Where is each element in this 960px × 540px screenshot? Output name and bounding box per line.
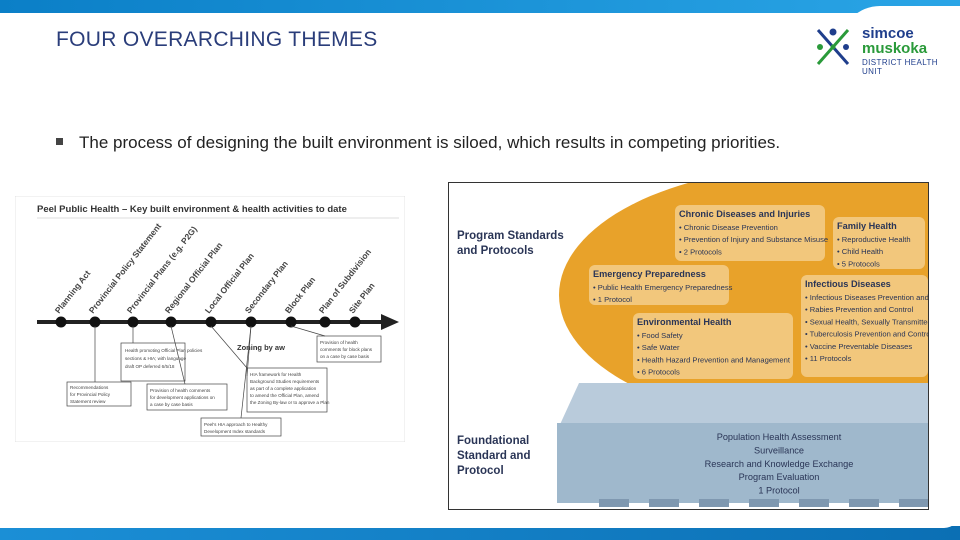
foundation-line: Population Health Assessment — [717, 432, 842, 442]
standard-card — [589, 265, 729, 305]
foundational-label-line1: Foundational — [457, 435, 529, 447]
standard-card-item: • Safe Water — [637, 343, 680, 352]
foundational-label-line3: Protocol — [457, 465, 504, 477]
peel-note-1-line2: sections & HIA; with language — [125, 356, 186, 361]
standard-card-item: • Public Health Emergency Preparedness — [593, 283, 733, 292]
standard-card-item: • 1 Protocol — [593, 295, 632, 304]
timeline-node — [319, 316, 331, 328]
foundational-label-line2: Standard and — [457, 450, 530, 462]
program-label-line1: Program Standards — [457, 230, 564, 242]
peel-note-3-line3: a case by case basis — [150, 402, 193, 407]
timeline-node — [89, 316, 101, 328]
standard-card — [833, 217, 925, 269]
foundation-line: 1 Protocol — [758, 486, 799, 496]
standard-card-item: • 5 Protocols — [837, 259, 880, 268]
platform-foot — [649, 499, 679, 507]
sm-logo-icon — [816, 28, 850, 65]
standard-card-item: • Food Safety — [637, 331, 683, 340]
standard-card-item: • Prevention of Injury and Substance Mis… — [679, 235, 828, 244]
peel-note-4: HIA framework for Health — [250, 372, 302, 377]
standard-card-item: • Sexual Health, Sexually Transmitted In… — [805, 317, 928, 326]
peel-note-5: Provision of health — [320, 340, 358, 345]
standard-card-item: • 2 Protocols — [679, 247, 722, 256]
standard-card-item: • Vaccine Preventable Diseases — [805, 342, 912, 351]
platform-foot — [799, 499, 829, 507]
standard-card-item: • 6 Protocols — [637, 368, 680, 377]
top-accent-bar — [0, 0, 960, 46]
foundation-line: Research and Knowledge Exchange — [705, 459, 854, 469]
timeline-node — [349, 316, 361, 328]
standard-card-item: • Reproductive Health — [837, 235, 911, 244]
standard-card-item: • Child Health — [837, 247, 883, 256]
standard-card-title: Chronic Diseases and Injuries — [679, 209, 810, 219]
standard-card-title: Emergency Preparedness — [593, 269, 706, 279]
peel-note-3-line2: for development applications on — [150, 395, 215, 400]
logo-line-muskoka: muskoka — [862, 40, 928, 57]
program-label-line2: and Protocols — [457, 245, 534, 257]
peel-note-4-line4: to amend the Official Plan, amend — [250, 393, 320, 398]
timeline-node — [285, 316, 297, 328]
standard-card-item: • 11 Protocols — [805, 354, 852, 363]
peel-note-5-line2: comments for block plans — [320, 347, 373, 352]
standard-card — [801, 275, 928, 377]
standard-card-item: • Infectious Diseases Prevention and Con… — [805, 293, 928, 302]
peel-note-4-line5: the Zoning By-law or to approve a Plan — [250, 400, 330, 405]
peel-diagram: Peel Public Health – Key built environme… — [15, 196, 405, 442]
foundation-line: Program Evaluation — [739, 472, 820, 482]
platform-foot — [849, 499, 879, 507]
peel-note-5-line3: on a case by case basis — [320, 354, 370, 359]
standard-card — [675, 205, 825, 261]
zoning-label: Zoning by aw — [237, 343, 285, 352]
timeline-node — [127, 316, 139, 328]
foundation-line: Surveillance — [754, 445, 804, 455]
standard-card — [633, 313, 793, 379]
peel-note-2: Recommendations — [70, 385, 109, 390]
platform-foot — [699, 499, 729, 507]
timeline-node — [205, 316, 217, 328]
peel-note-2-line3: Statement review — [70, 399, 106, 404]
peel-note-6: Peel's HIA approach to Healthy — [204, 422, 268, 427]
bottom-accent-bar — [0, 512, 960, 540]
peel-note-1-line3: draft OP deferred 6/5/18 — [125, 364, 175, 369]
logo-line-district: DISTRICT HEALTH UNIT — [862, 58, 938, 76]
platform-foot — [899, 499, 928, 507]
timeline-node — [245, 316, 257, 328]
peel-note-4-line2: Background Studies requirements — [250, 379, 320, 384]
standard-card-item: • Rabies Prevention and Control — [805, 305, 914, 314]
logo-line-simcoe: simcoe — [862, 25, 914, 42]
timeline-node — [55, 316, 67, 328]
peel-note-1: Health promoting Official Plan policies — [125, 348, 203, 353]
slide-title: FOUR OVERARCHING THEMES — [56, 28, 378, 51]
bullet-point: The process of designing the built envir… — [56, 133, 780, 153]
simcoe-muskoka-logo: simcoe muskoka DISTRICT HEALTH UNIT — [812, 24, 942, 76]
platform-foot — [599, 499, 629, 507]
standard-card-title: Environmental Health — [637, 317, 732, 327]
standard-card-item: • Chronic Disease Prevention — [679, 223, 778, 232]
peel-note-3: Provision of health comments — [150, 388, 211, 393]
platform-foot — [749, 499, 779, 507]
peel-title: Peel Public Health – Key built environme… — [37, 204, 347, 215]
bullet-square-icon — [56, 138, 63, 146]
standard-card-item: • Tuberculosis Prevention and Control — [805, 330, 928, 339]
peel-note-2-line2: for Provincial Policy — [70, 392, 111, 397]
standard-card-title: Family Health — [837, 221, 897, 231]
timeline-node — [165, 316, 177, 328]
public-health-standards-diagram: Program Standards and Protocols Foundati… — [448, 182, 929, 510]
peel-note-6-line2: Development Index standards — [204, 429, 266, 434]
peel-note-4-line3: as part of a complete application — [250, 386, 317, 391]
standard-card-title: Infectious Diseases — [805, 279, 891, 289]
standard-card-item: • Health Hazard Prevention and Managemen… — [637, 355, 791, 364]
bullet-text: The process of designing the built envir… — [79, 133, 781, 152]
